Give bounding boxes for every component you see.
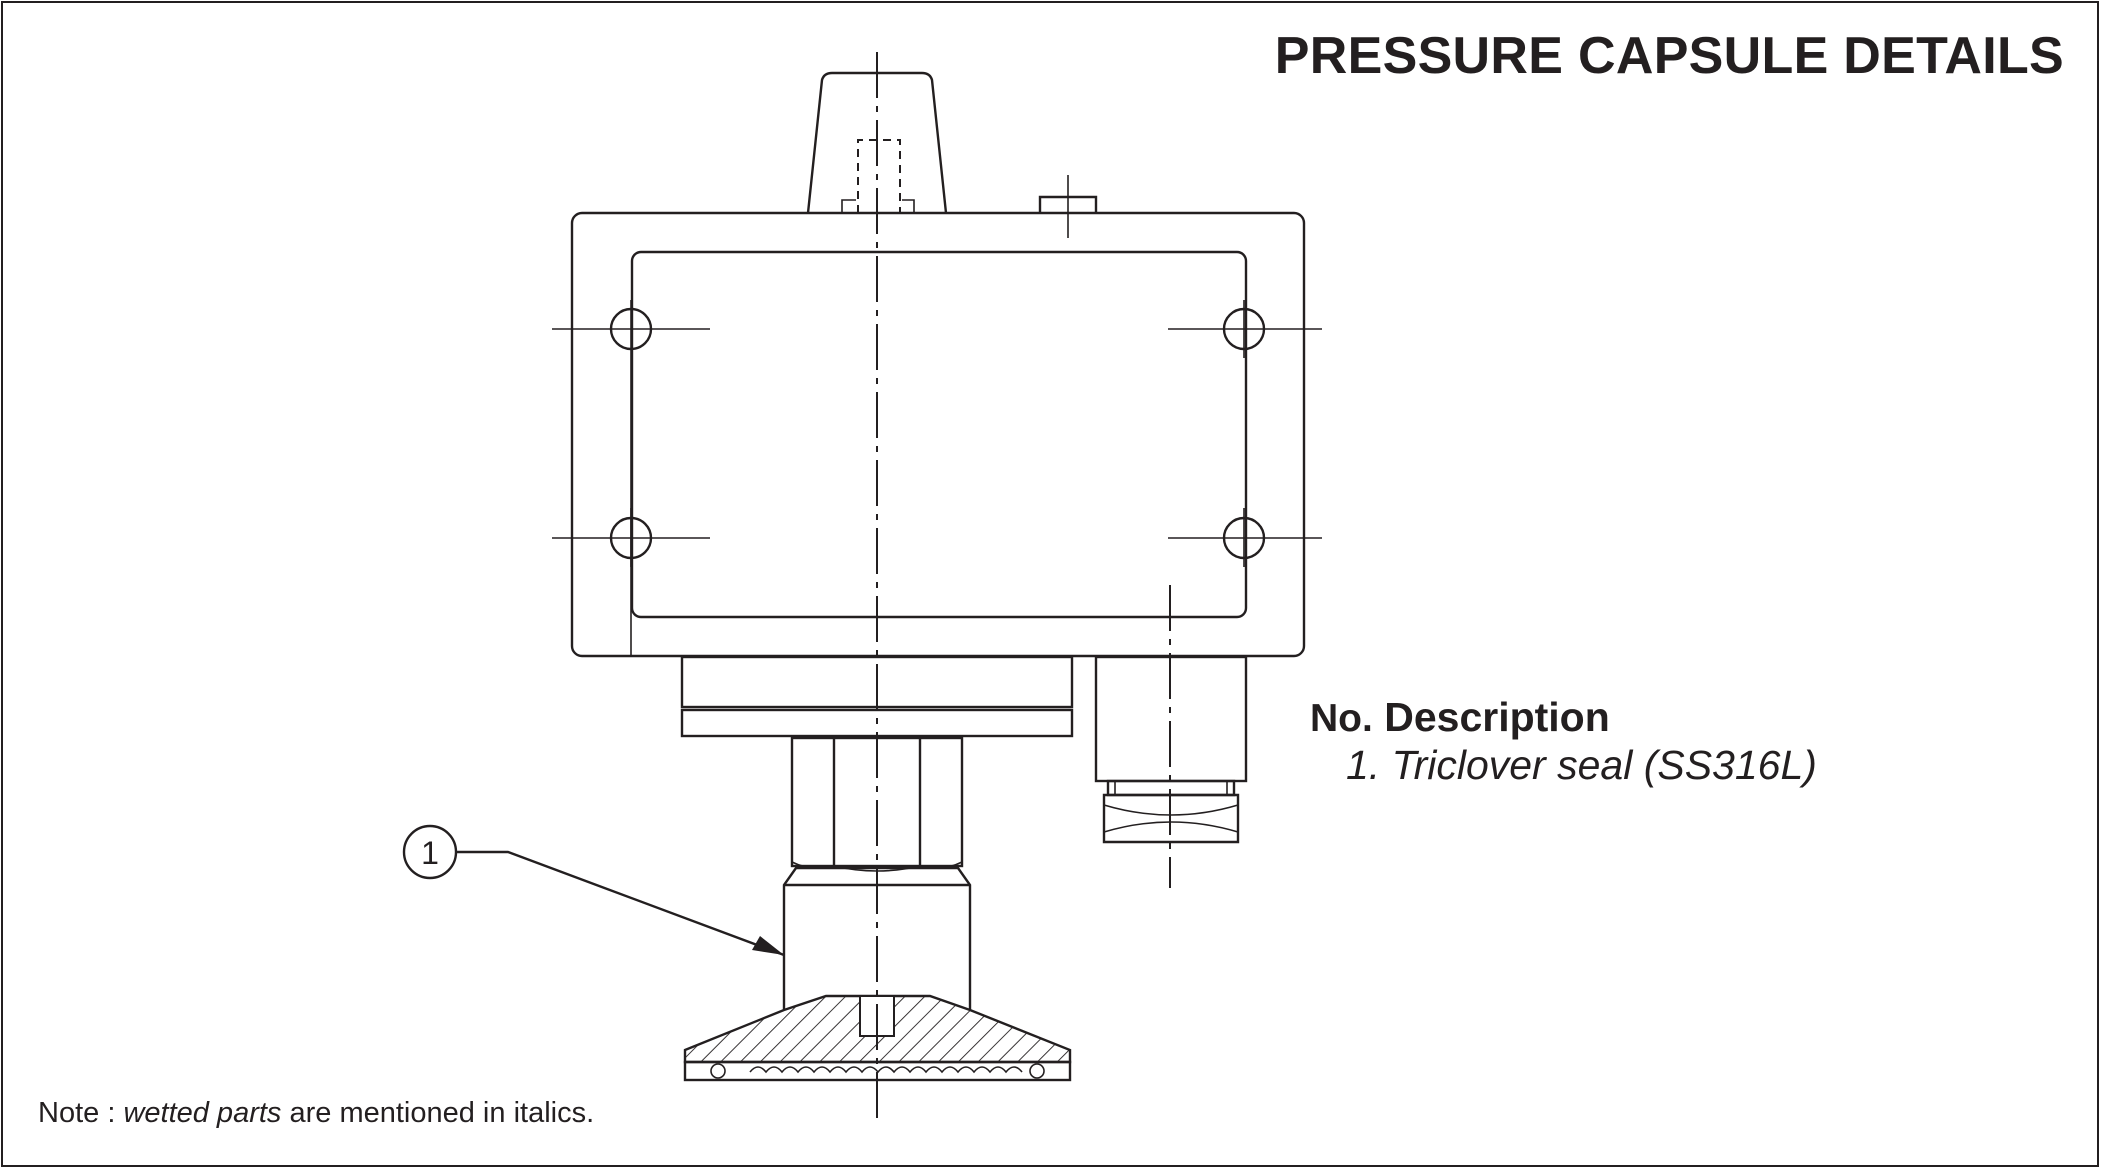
legend-header: No. Description xyxy=(1310,694,1610,741)
top-screw xyxy=(1038,175,1098,238)
mounting-hole-top-left xyxy=(552,300,710,358)
switch-enclosure xyxy=(570,211,1306,658)
legend-item-1: 1. Triclover seal (SS316L) xyxy=(1346,742,1817,788)
mounting-hole-top-right xyxy=(1168,300,1322,358)
callout-1: 1 xyxy=(402,824,785,957)
callout-number: 1 xyxy=(421,835,439,871)
mounting-holes xyxy=(552,300,1322,657)
drawing-title: PRESSURE CAPSULE DETAILS xyxy=(1274,27,2064,85)
footnote: Note : wetted parts are mentioned in ita… xyxy=(38,1097,594,1130)
legend-header-description: Description xyxy=(1384,694,1610,740)
legend-header-no: No. xyxy=(1310,697,1373,740)
footnote-suffix: are mentioned in italics. xyxy=(281,1097,595,1129)
footnote-prefix: Note : xyxy=(38,1097,124,1129)
footnote-italic: wetted parts xyxy=(123,1097,282,1129)
mounting-hole-bottom-right xyxy=(1168,508,1322,567)
